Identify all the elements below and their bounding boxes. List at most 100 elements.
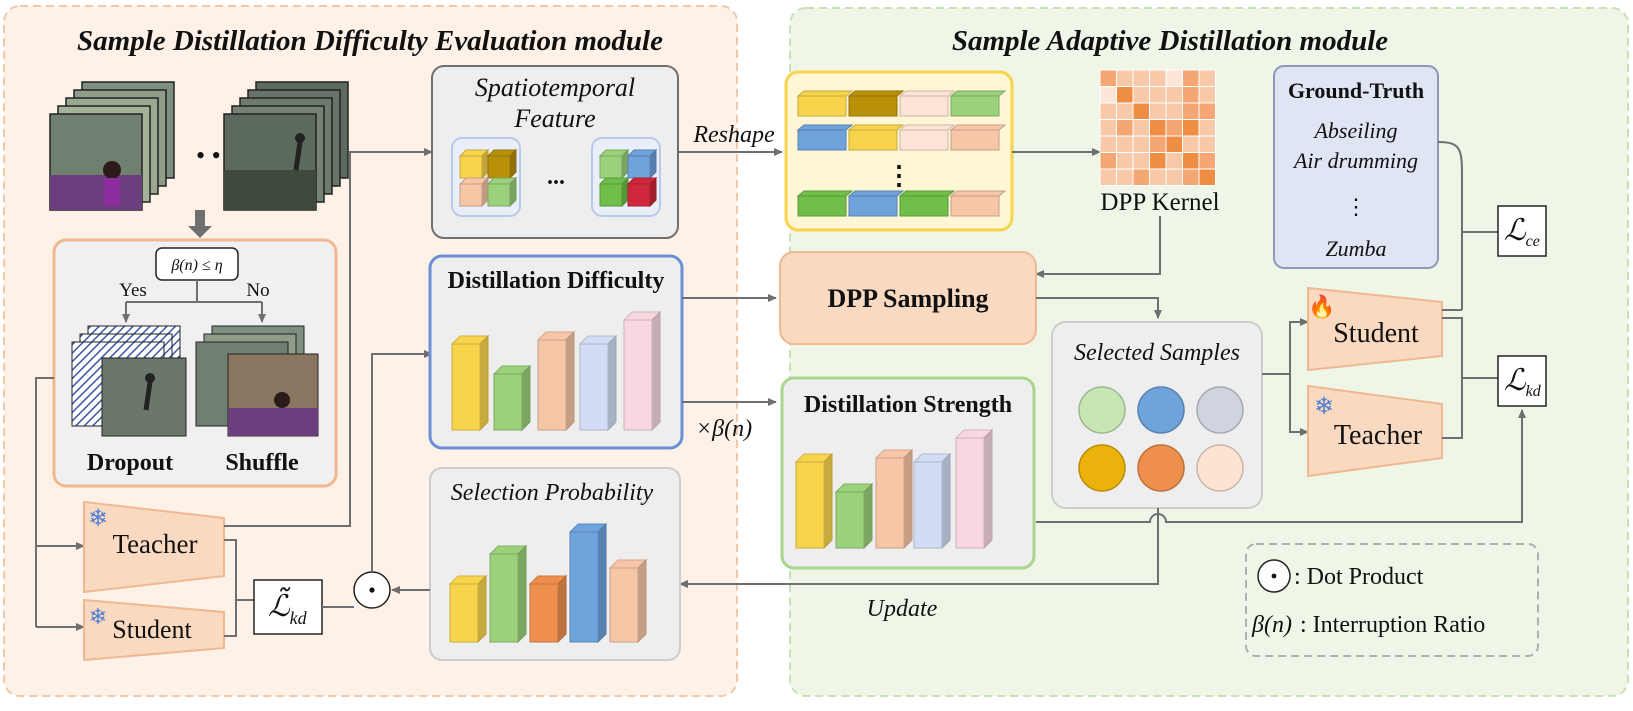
kernel-cell: [1182, 152, 1200, 170]
feature-cube: [598, 148, 630, 180]
kernel-cell: [1099, 168, 1117, 186]
shuffle-frames: [195, 325, 319, 437]
left-student-block: [83, 598, 225, 662]
kernel-cell: [1116, 119, 1134, 137]
dropout-frames: [71, 325, 187, 437]
right-module-title: Sample Adaptive Distillation module: [952, 25, 1388, 57]
kernel-cell: [1099, 135, 1117, 153]
legend-dot-label: : Dot Product: [1294, 564, 1424, 590]
left-teacher-snowflake-icon: ❄: [88, 506, 108, 532]
dpp-sampling-label: DPP Sampling: [827, 284, 988, 313]
kernel-cell: [1116, 102, 1134, 120]
kernel-cell: [1099, 152, 1117, 170]
kernel-cell: [1149, 152, 1167, 170]
feature-cube: [626, 148, 658, 180]
kernel-cell: [1165, 135, 1183, 153]
left-student-snowflake-icon: ❄: [89, 604, 107, 629]
kd-tilde-loss-box: [253, 579, 323, 635]
left-student-label: Student: [112, 615, 192, 644]
difficulty-bar: [492, 364, 532, 432]
ground-truth-title: Ground-Truth: [1288, 78, 1424, 103]
kernel-cell: [1132, 69, 1150, 87]
strength-bar: [874, 448, 914, 550]
kernel-cell: [1198, 86, 1216, 104]
fire-icon: 🔥: [1308, 294, 1335, 319]
feature-row-block: [796, 124, 854, 151]
right-student-label: Student: [1333, 318, 1419, 349]
right-teacher-block: [1307, 384, 1443, 478]
kd-loss-box: [1497, 355, 1547, 407]
probability-bar: [448, 574, 488, 644]
kernel-cell: [1182, 168, 1200, 186]
condition-formula: β(n) ≤ η: [170, 257, 222, 274]
kernel-cell: [1165, 102, 1183, 120]
left-module-title: Sample Distillation Difficulty Evaluatio…: [77, 25, 663, 57]
kernel-cell: [1182, 69, 1200, 87]
feature-row-block: [949, 124, 1007, 151]
right-teacher-label: Teacher: [1334, 420, 1423, 451]
feature-row-block: [898, 190, 956, 217]
kernel-cell: [1182, 135, 1200, 153]
selection-probability-bars: [448, 522, 648, 644]
ce-loss-box: [1497, 205, 1547, 257]
reshaped-feature-rows: [796, 90, 1007, 217]
spatiotemporal-title-line2: Feature: [513, 104, 595, 133]
feature-cube: [458, 176, 490, 208]
probability-bar: [528, 574, 568, 644]
ground-truth-item: Abseiling: [1312, 118, 1397, 143]
update-label: Update: [867, 596, 938, 622]
feature-ellipsis: ...: [547, 164, 565, 190]
kernel-cell: [1165, 86, 1183, 104]
feature-row-block: [949, 90, 1007, 117]
sample-circle: [1137, 386, 1185, 434]
legend-box: [1245, 543, 1539, 657]
kernel-to-sampling-arrow: [1035, 216, 1161, 278]
sampling-to-selected-arrow: [1036, 297, 1162, 319]
kernel-cell: [1149, 69, 1167, 87]
sample-circle: [1137, 444, 1185, 492]
difficulty-bar: [578, 334, 618, 432]
sample-circle: [1078, 386, 1126, 434]
kernel-cell: [1182, 102, 1200, 120]
kernel-cell: [1132, 119, 1150, 137]
kernel-cell: [1132, 86, 1150, 104]
kernel-cell: [1182, 119, 1200, 137]
kernel-cell: [1149, 119, 1167, 137]
legend-beta-symbol: β(n): [1251, 612, 1292, 638]
models-to-kd-connector: [1442, 317, 1498, 439]
kd-tilde-loss-symbol: ℒ̃kd: [268, 587, 308, 628]
teacher-to-feature-arrow: [224, 148, 433, 527]
kernel-cell: [1116, 152, 1134, 170]
kernel-cell: [1099, 69, 1117, 87]
difficulty-bar: [450, 334, 490, 432]
left-teacher-block: [83, 500, 225, 594]
kernel-cell: [1165, 152, 1183, 170]
dot-to-difficulty-arrow: [371, 350, 433, 572]
feature-cube: [598, 176, 630, 208]
reshape-label: Reshape: [692, 122, 775, 148]
video-stack-1: [49, 81, 175, 211]
feature-cube: [458, 148, 490, 180]
selected-samples-title: Selected Samples: [1074, 340, 1240, 366]
right-teacher-snowflake-icon: ❄: [1314, 394, 1334, 420]
kernel-cell: [1149, 135, 1167, 153]
feature-row-block: [847, 90, 905, 117]
kernel-cell: [1165, 119, 1183, 137]
kernel-cell: [1132, 135, 1150, 153]
spatiotemporal-title-line1: Spatiotemporal: [475, 73, 635, 102]
kernel-cell: [1198, 69, 1216, 87]
video-stack-2: [223, 81, 349, 211]
feature-cube: [486, 176, 518, 208]
kernel-cell: [1198, 102, 1216, 120]
difficulty-bar: [536, 330, 576, 432]
kernel-cell: [1116, 86, 1134, 104]
feature-cubes-1: [458, 148, 518, 208]
condition-branch-connector: [126, 280, 262, 303]
times-beta-label: ×β(n): [696, 416, 752, 442]
strength-bar: [834, 482, 874, 550]
kernel-cell: [1132, 168, 1150, 186]
feature-row-block: [898, 90, 956, 117]
sample-circle: [1196, 386, 1244, 434]
